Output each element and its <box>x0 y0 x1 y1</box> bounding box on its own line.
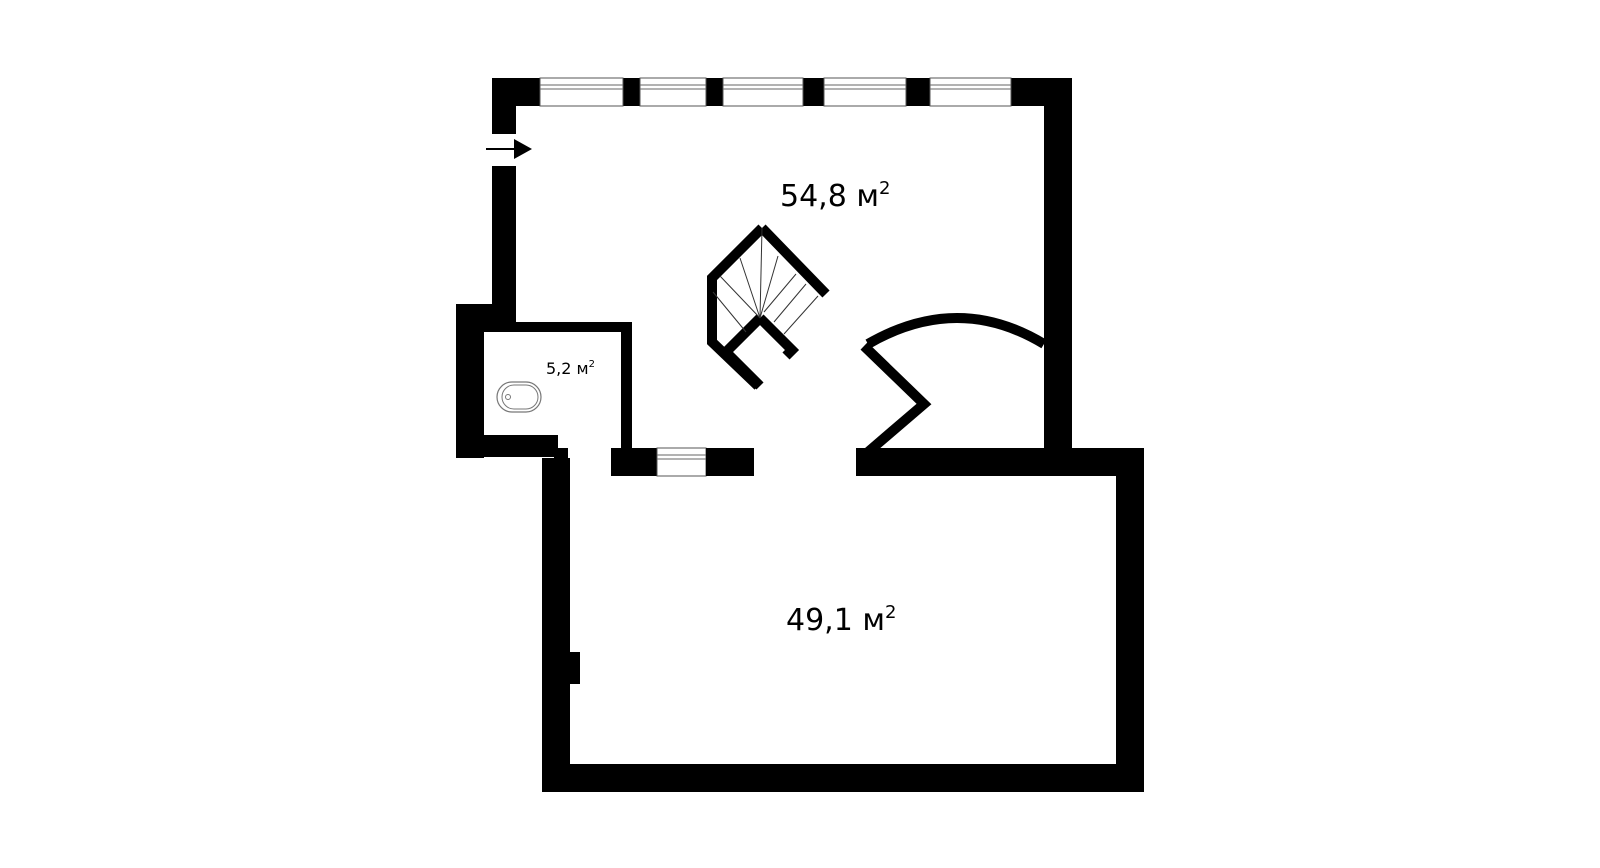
inner-window <box>656 447 707 477</box>
main-hall-area-label: 54,8 м2 <box>780 178 890 214</box>
top-wall <box>492 78 1044 106</box>
inner-wall-left <box>611 448 657 476</box>
inner-wall-door-side <box>856 448 1144 476</box>
right-wall-upper <box>1044 78 1072 456</box>
bathroom-area-label: 5,2 м2 <box>546 359 595 378</box>
bathroom-walls <box>456 304 632 478</box>
toilet-icon <box>496 381 542 413</box>
bottom-wall <box>542 764 1144 792</box>
entrance-arrow-icon <box>486 139 532 159</box>
lower-hall-area-label: 49,1 м2 <box>786 602 896 638</box>
door-swing-icon <box>860 313 1047 456</box>
left-wall-top <box>492 78 516 134</box>
inner-wall-right <box>706 448 754 476</box>
staircase-icon <box>707 224 830 390</box>
top-windows <box>539 77 1012 107</box>
lower-left-pillar <box>570 652 580 684</box>
lower-right-wall <box>1116 448 1144 792</box>
lower-left-wall <box>542 458 570 792</box>
left-wall-middle <box>492 166 516 308</box>
